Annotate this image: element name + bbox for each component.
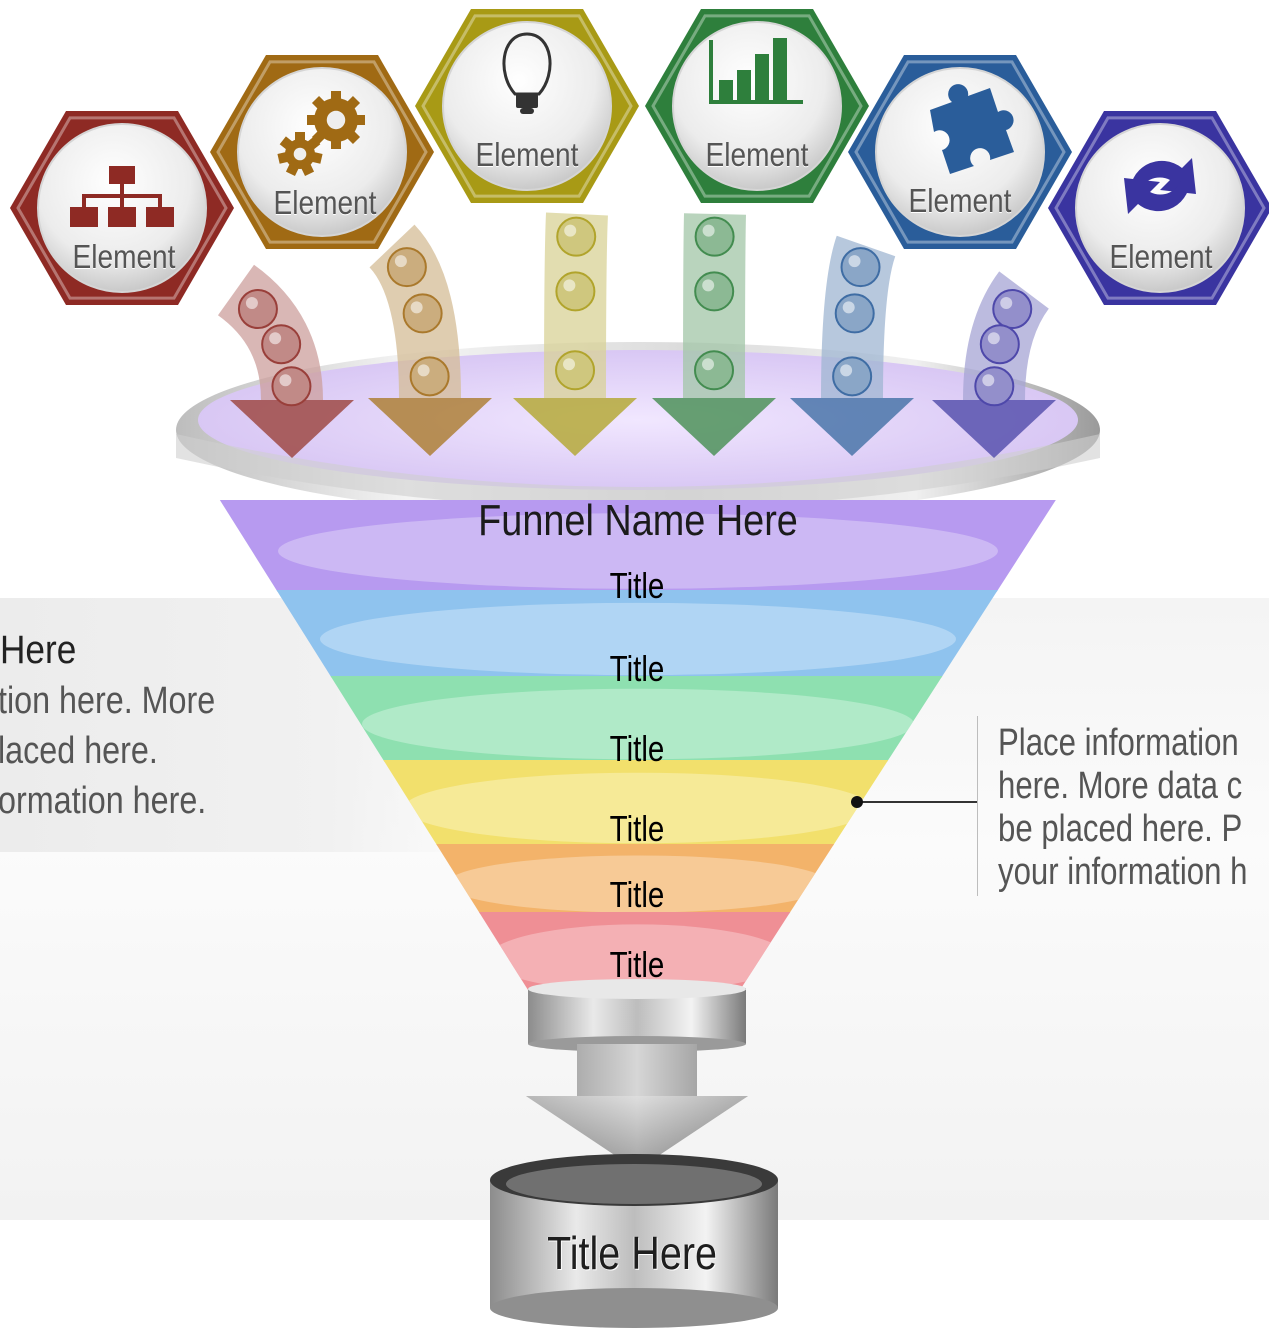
element-label: Element bbox=[1109, 238, 1213, 275]
connector-orb bbox=[386, 247, 427, 288]
element-label: Element bbox=[72, 238, 176, 275]
element-hexagon bbox=[645, 9, 869, 203]
element-connector bbox=[217, 264, 354, 458]
right-callout-body: Place information here. More data c be p… bbox=[998, 722, 1247, 894]
funnel-band bbox=[206, 590, 1070, 678]
connector-orb bbox=[694, 216, 735, 257]
connector-orb bbox=[409, 356, 450, 397]
element-hexagon bbox=[210, 55, 434, 249]
band-title: Title bbox=[609, 808, 665, 849]
left-callout-line: ormation here. bbox=[0, 780, 207, 822]
bar-chart-icon bbox=[709, 38, 803, 104]
org-chart-icon bbox=[70, 166, 174, 227]
connector-orb bbox=[261, 324, 302, 365]
funnel-spout bbox=[528, 979, 746, 1052]
left-callout-line: laced here. bbox=[0, 730, 158, 772]
element-connector bbox=[790, 235, 914, 456]
element-hexagon bbox=[1048, 111, 1269, 305]
connector-orb bbox=[555, 350, 596, 391]
element-connector bbox=[932, 271, 1056, 458]
element-connector bbox=[368, 224, 492, 456]
connector-orb bbox=[271, 366, 312, 407]
element-label: Element bbox=[908, 182, 1012, 219]
band-title: Title bbox=[609, 874, 665, 915]
band-title: Title bbox=[609, 565, 665, 606]
funnel-band bbox=[206, 500, 1070, 592]
connector-orb bbox=[556, 216, 597, 257]
puzzle-piece-icon bbox=[930, 84, 1014, 174]
element-hexagon bbox=[848, 55, 1072, 249]
element-connectors bbox=[217, 212, 1056, 458]
band-title: Title bbox=[609, 944, 665, 985]
connector-orb bbox=[694, 350, 735, 391]
left-callout-title: Here bbox=[0, 628, 77, 672]
connector-orb bbox=[237, 289, 278, 330]
lightbulb-icon bbox=[502, 32, 552, 114]
element-label: Element bbox=[273, 184, 377, 221]
right-callout-line: here. More data c bbox=[998, 765, 1243, 807]
connector-orb bbox=[832, 356, 873, 397]
connector-orb bbox=[834, 293, 875, 334]
element-hexagon bbox=[10, 111, 234, 305]
gears-icon bbox=[277, 91, 365, 176]
right-callout-line: Place information bbox=[998, 722, 1239, 764]
element-connector bbox=[652, 213, 776, 456]
connector-orb bbox=[979, 324, 1020, 365]
left-callout-line: tion here. More bbox=[0, 680, 216, 722]
element-label: Element bbox=[475, 136, 579, 173]
output-cylinder bbox=[490, 1154, 778, 1328]
right-callout-divider bbox=[977, 716, 978, 896]
connector-orb bbox=[694, 271, 735, 312]
connector-orb bbox=[555, 271, 596, 312]
connector-orb bbox=[974, 366, 1015, 407]
right-callout-line: be placed here. P bbox=[998, 808, 1243, 850]
output-arrow bbox=[526, 1044, 748, 1170]
connector-orb bbox=[992, 289, 1033, 330]
connector-orb bbox=[840, 247, 881, 288]
refresh-arrows-icon bbox=[1124, 158, 1196, 214]
element-connector bbox=[513, 212, 637, 456]
right-callout-line: your information h bbox=[998, 851, 1248, 893]
element-hexagons bbox=[10, 9, 1269, 305]
funnel-name: Funnel Name Here bbox=[478, 496, 798, 545]
output-title: Title Here bbox=[546, 1227, 718, 1279]
band-title: Title bbox=[609, 728, 665, 769]
connector-orb bbox=[402, 293, 443, 334]
element-hexagon bbox=[415, 9, 639, 203]
left-callout-body: tion here. More laced here. ormation her… bbox=[0, 676, 355, 826]
element-label: Element bbox=[705, 136, 809, 173]
band-title: Title bbox=[609, 648, 665, 689]
